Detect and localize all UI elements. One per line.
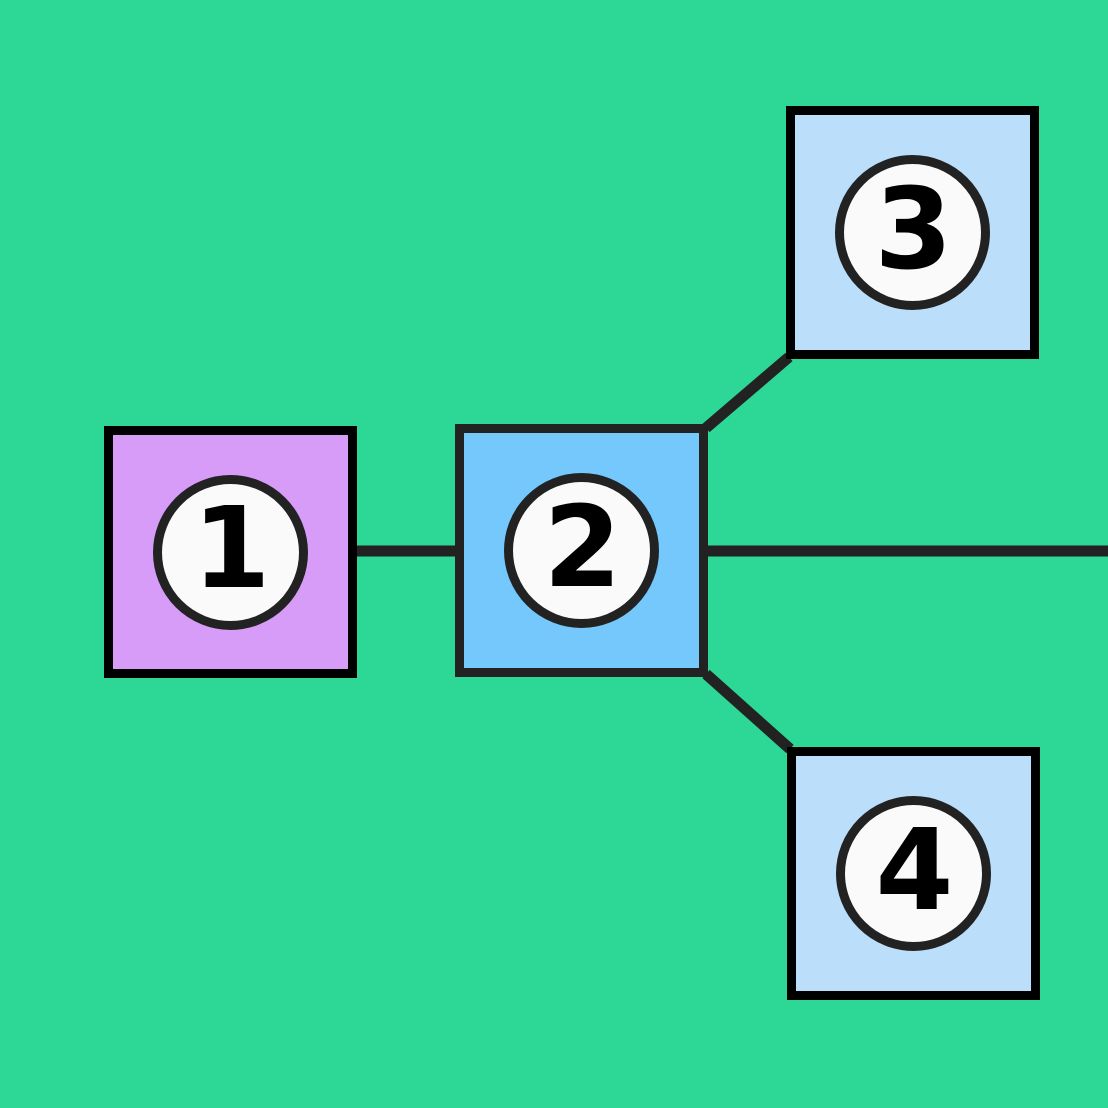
graph-node-4[interactable]: 4 xyxy=(787,747,1040,1000)
edge-node2-node4[interactable] xyxy=(702,669,794,754)
edge-node2-node3[interactable] xyxy=(702,352,793,433)
node-1-badge: 1 xyxy=(153,474,308,630)
node-2-label: 2 xyxy=(543,482,622,613)
graph-node-1[interactable]: 1 xyxy=(104,426,357,678)
node-3-label: 3 xyxy=(874,164,953,295)
node-4-badge: 4 xyxy=(836,796,991,951)
graph-node-3[interactable]: 3 xyxy=(786,106,1039,359)
node-3-badge: 3 xyxy=(835,155,990,310)
node-2-badge: 2 xyxy=(504,473,659,628)
node-4-label: 4 xyxy=(875,805,954,936)
graph-node-2[interactable]: 2 xyxy=(455,424,708,677)
node-1-label: 1 xyxy=(192,484,271,614)
